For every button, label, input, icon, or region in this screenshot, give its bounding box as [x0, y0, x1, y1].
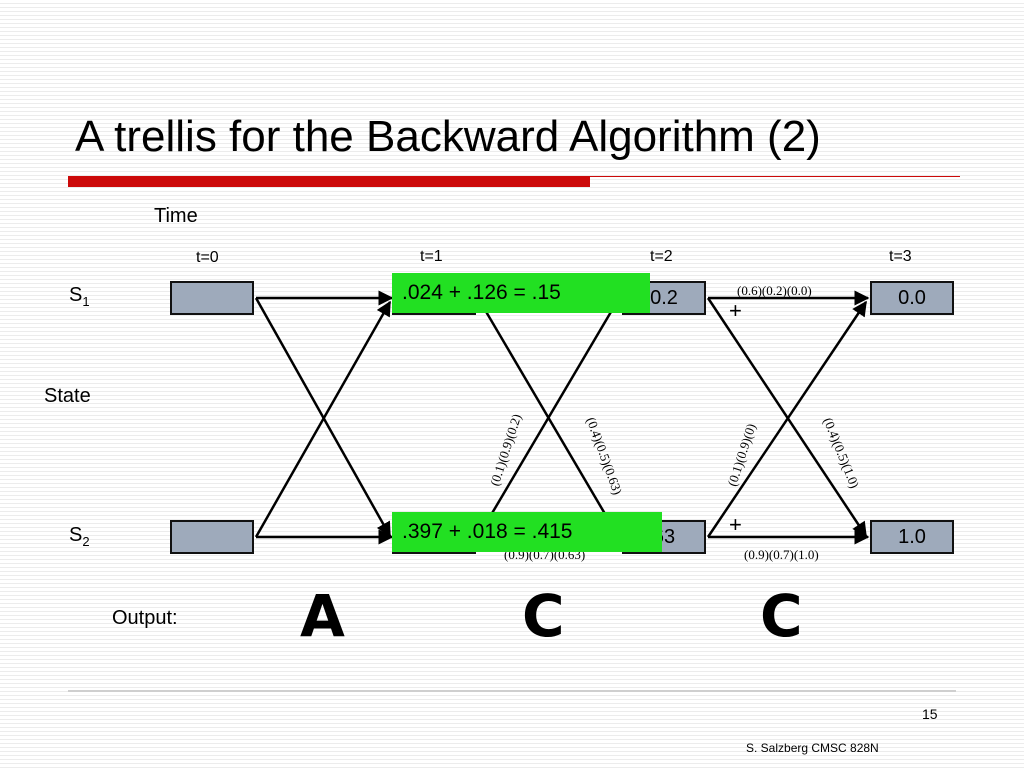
title-underline: [68, 176, 590, 187]
edge-t0-s2-to-s1: [254, 300, 392, 538]
node-s1-t0: [170, 281, 254, 315]
plus-sign-t2-top: +: [729, 298, 742, 323]
calc-box-s1-t1: .024 + .126 = .15: [392, 273, 650, 313]
time-step-label-1: t=1: [420, 248, 443, 265]
node-s2-t0: [170, 520, 254, 554]
state-axis-label: State: [44, 385, 91, 407]
time-step-label-3: t=3: [889, 248, 912, 265]
page-number: 15: [922, 706, 938, 722]
output-symbol-t2: C: [522, 582, 565, 650]
plus-sign-t2-bottom: +: [729, 512, 742, 537]
output-label: Output:: [112, 607, 178, 629]
edge-t1-s2-to-s1: [476, 299, 620, 538]
edge-label-t2-top: (0.6)(0.2)(0.0): [737, 283, 812, 298]
slide-title: A trellis for the Backward Algorithm (2): [75, 112, 821, 161]
time-axis-label: Time: [154, 205, 198, 227]
edge-t2-s2-to-s1: [706, 300, 868, 538]
output-symbol-t3: C: [760, 582, 803, 650]
footer-credit: S. Salzberg CMSC 828N: [746, 741, 879, 755]
edge-label-t2-bottom: (0.9)(0.7)(1.0): [744, 547, 819, 562]
edge-t2-s1-to-s2: [706, 297, 868, 538]
time-step-label-2: t=2: [650, 248, 673, 265]
state-label-s1: S1: [69, 284, 90, 309]
node-s1-t3: 0.0: [870, 281, 954, 315]
calc-box-s2-t1: .397 + .018 = .415: [392, 512, 662, 552]
state-label-s2: S2: [69, 524, 90, 549]
time-step-label-0: t=0: [196, 249, 219, 266]
footer-divider: [68, 690, 956, 692]
output-symbol-t1: A: [300, 582, 345, 650]
title-underline-thin: [590, 176, 960, 177]
node-s2-t3: 1.0: [870, 520, 954, 554]
